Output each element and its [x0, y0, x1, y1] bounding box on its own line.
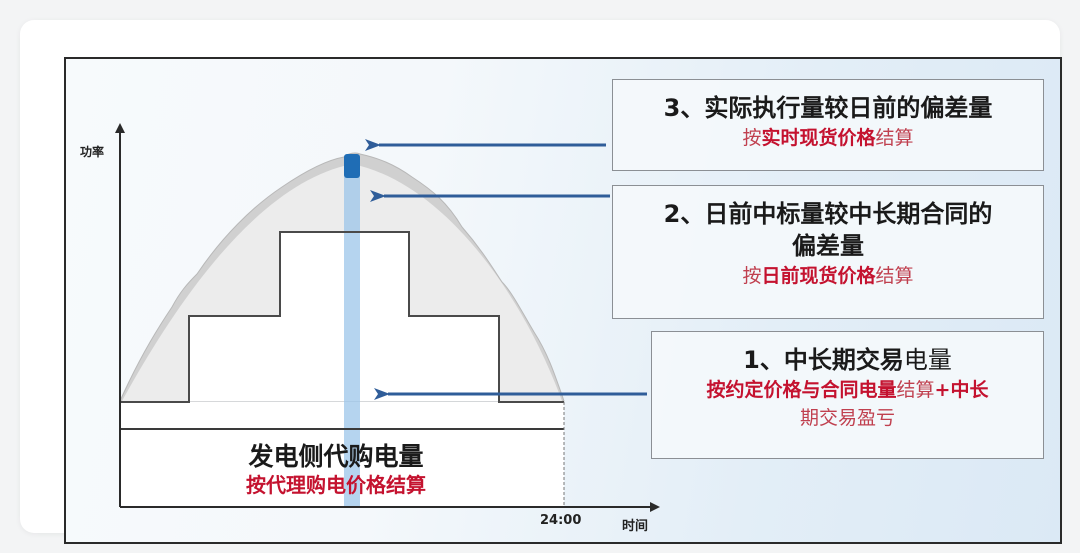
proxy-purchase-label: 发电侧代购电量 按代理购电价格结算	[186, 442, 486, 498]
box-3-title: 3、实际执行量较日前的偏差量	[663, 94, 993, 122]
x-axis-label: 时间	[622, 519, 649, 534]
info-box-1: 1、中长期交易电量 按约定价格与合同电量结算+中长 期交易盈亏	[651, 331, 1044, 459]
box-2-title-line1: 2、日前中标量较中长期合同的	[663, 200, 993, 228]
settlement-diagram: 功率 24:00 时间 发电侧代购电量 按代理购电价格结算 3、实际执行量较日前…	[64, 57, 1062, 544]
box-3-subtitle: 按实时现货价格结算	[742, 127, 914, 149]
box-1-subtitle: 按约定价格与合同电量结算+中长	[706, 379, 989, 401]
deviation-bar-light	[344, 172, 360, 507]
proxy-purchase-subtitle: 按代理购电价格结算	[246, 473, 426, 497]
box-2-subtitle: 按日前现货价格结算	[742, 265, 914, 287]
deviation-bar-dark	[344, 154, 360, 178]
box-2-title-line2: 偏差量	[792, 232, 864, 260]
diagram-graphics	[115, 123, 660, 512]
info-box-3: 3、实际执行量较日前的偏差量 按实时现货价格结算	[612, 79, 1044, 171]
proxy-purchase-title: 发电侧代购电量	[248, 442, 424, 471]
info-box-2: 2、日前中标量较中长期合同的 偏差量 按日前现货价格结算	[612, 185, 1044, 319]
x-tick-label: 24:00	[540, 513, 582, 528]
y-axis-label: 功率	[80, 145, 105, 159]
box-1-title: 1、中长期交易电量	[743, 346, 952, 374]
card: 功率 24:00 时间 发电侧代购电量 按代理购电价格结算 3、实际执行量较日前…	[20, 20, 1062, 544]
mid-long-term-steps	[120, 231, 564, 403]
box-1-subtitle-line2: 期交易盈亏	[799, 407, 895, 429]
